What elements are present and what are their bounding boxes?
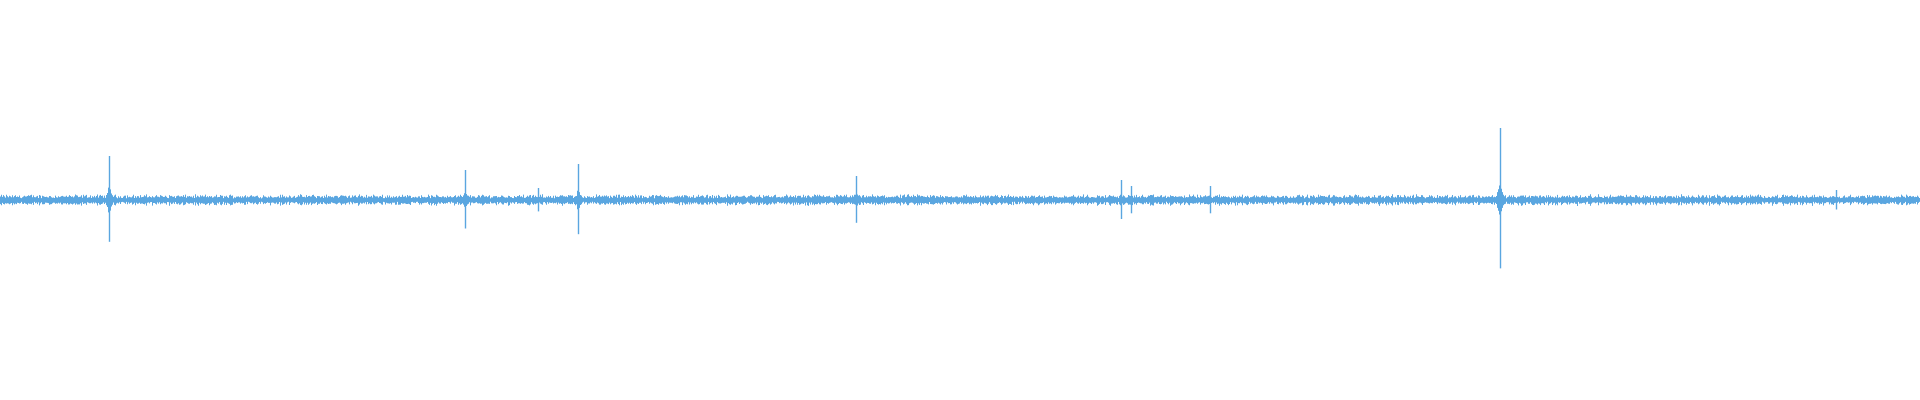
waveform-peak-burst [103,187,116,213]
waveform-peaks [103,128,1843,269]
waveform-peak-burst [850,194,863,206]
waveform-peak-burst [572,190,585,210]
waveform-peak-burst [1830,197,1843,203]
waveform-peak-burst [459,193,472,207]
waveform-peak-burst [1204,196,1217,204]
waveform-peak-burst [532,197,545,203]
waveform-peak-burst [1494,185,1507,215]
waveform-peak-burst [1125,196,1138,204]
